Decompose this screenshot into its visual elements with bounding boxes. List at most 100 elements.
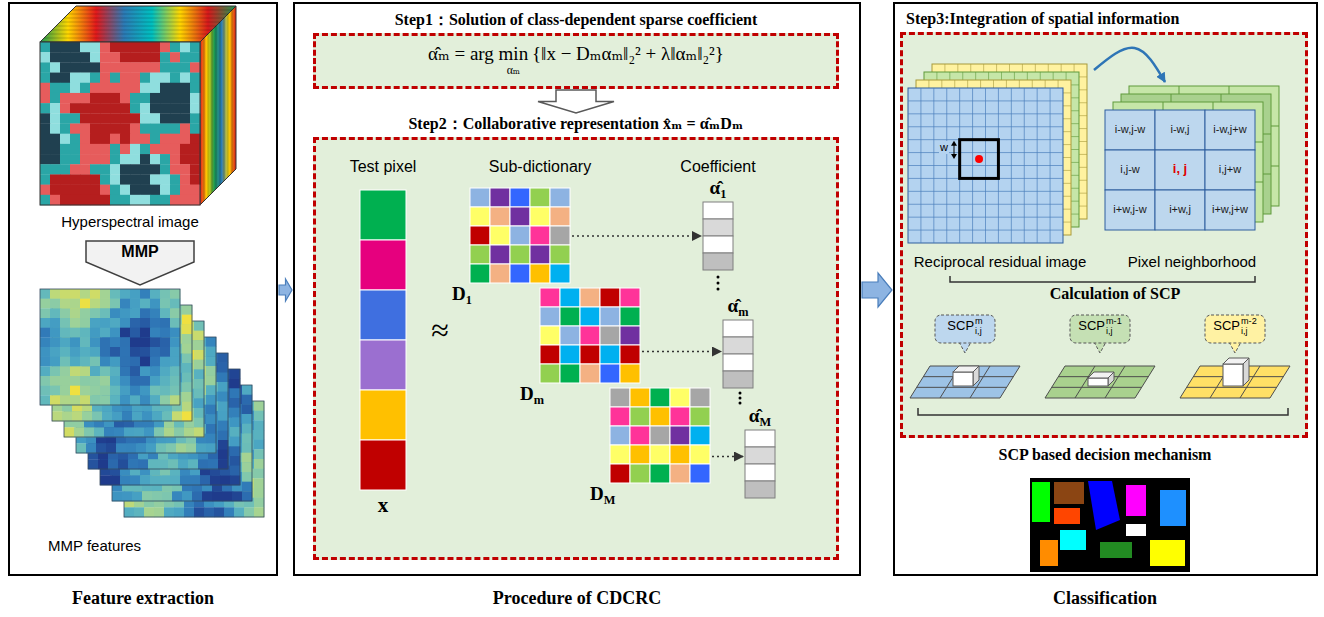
feature-pixel	[100, 308, 110, 318]
feature-pixel	[234, 507, 244, 517]
feature-pixel	[254, 440, 264, 450]
feature-pixel	[224, 507, 234, 517]
feature-pixel	[60, 386, 70, 396]
feature-pixel	[242, 453, 252, 463]
vector-cell	[703, 202, 733, 219]
vector-cell	[723, 320, 753, 337]
matrix-symbol: D1	[452, 283, 472, 308]
matrix-cell	[540, 326, 560, 345]
feature-pixel	[110, 395, 120, 405]
illustration	[38, 4, 238, 236]
feature-pixel	[160, 337, 170, 347]
feature-pixel	[160, 328, 170, 338]
feature-pixel	[158, 459, 168, 469]
matrix-cell	[690, 426, 710, 445]
class-region	[1060, 530, 1086, 550]
image-pixel	[110, 185, 120, 195]
residual-image	[908, 88, 1063, 243]
feature-pixel	[110, 347, 120, 357]
feature-pixel	[210, 475, 220, 485]
image-node: MMP features	[38, 287, 268, 559]
feature-pixel	[194, 360, 204, 370]
band-line	[72, 10, 232, 11]
image-pixel	[60, 42, 70, 52]
feature-pixel	[232, 491, 242, 501]
feature-pixel	[182, 373, 192, 383]
feature-pixel	[40, 366, 50, 376]
matrix-cell	[490, 207, 510, 226]
matrix: D1	[470, 188, 570, 283]
feature-pixel	[160, 308, 170, 318]
image-pixel	[70, 174, 80, 184]
formula: α̂ₘ = argminαₘ{‖x − Dₘαₘ‖₂² + λ‖αₘ‖₂²}	[428, 43, 724, 77]
image-pixel	[120, 83, 130, 93]
feature-pixel	[40, 308, 50, 318]
feature-pixel	[90, 357, 100, 367]
step-label: Calculation of SCP	[1050, 285, 1181, 303]
image-pixel	[70, 62, 80, 72]
feature-pixel	[128, 459, 138, 469]
image-pixel	[190, 83, 200, 93]
matrix-symbol: 1	[466, 293, 472, 307]
image-pixel	[90, 103, 100, 113]
matrix-cell	[650, 426, 670, 445]
callout-outline	[935, 315, 995, 343]
image-pixel	[140, 154, 150, 164]
feature-pixel	[120, 318, 130, 328]
matrix-cell	[510, 264, 530, 283]
image-pixel	[130, 113, 140, 123]
image-pixel	[180, 195, 190, 205]
illustration	[360, 190, 406, 490]
feature-pixel	[230, 408, 240, 418]
feature-pixel	[110, 376, 120, 386]
image-pixel	[130, 144, 140, 154]
matrix-cell	[470, 226, 490, 245]
feature-pixel	[106, 443, 116, 453]
image-pixel	[50, 73, 60, 83]
image-caption: Hyperspectral image	[61, 213, 199, 230]
image-pixel	[60, 185, 70, 195]
image-pixel	[40, 195, 50, 205]
image-pixel	[120, 134, 130, 144]
matrix-cell	[540, 307, 560, 326]
neighborhood-cell	[1155, 110, 1205, 150]
feature-pixel	[166, 443, 176, 453]
image-pixel	[180, 113, 190, 123]
band-line	[224, 18, 225, 181]
feature-pixel	[80, 337, 90, 347]
window-square	[960, 140, 999, 179]
matrix: Dm	[540, 288, 640, 383]
coefficient-symbol: 1	[720, 187, 726, 201]
feature-pixel	[100, 395, 110, 405]
coefficient-vector: α̂1	[703, 202, 733, 270]
image-pixel	[60, 144, 70, 154]
feature-pixel	[50, 376, 60, 386]
image-pixel	[70, 42, 80, 52]
band-line	[212, 30, 213, 193]
ellipsis-dot	[739, 402, 742, 405]
image-pixel	[90, 134, 100, 144]
step-heading: Step1：Solution of class-dependent sparse…	[395, 11, 758, 29]
score-bar	[1088, 372, 1114, 378]
feature-pixel	[230, 369, 240, 379]
vector-symbol: x	[378, 493, 389, 517]
image-pixel	[170, 93, 180, 103]
feature-pixel	[192, 491, 202, 501]
feature-pixel	[40, 337, 50, 347]
feature-pixel	[254, 469, 264, 479]
image-pixel	[50, 113, 60, 123]
image-caption: Reciprocal residual image	[914, 253, 1087, 270]
feature-pixel	[194, 418, 204, 428]
matrix-cell	[690, 388, 710, 407]
matrix-cell	[580, 288, 600, 307]
image-pixel	[110, 103, 120, 113]
feature-pixel	[94, 427, 104, 437]
feature-pixel	[60, 299, 70, 309]
feature-pixel	[230, 446, 240, 456]
callout-text: SCP	[947, 318, 974, 333]
image-pixel	[160, 52, 170, 62]
feature-pixel	[130, 386, 140, 396]
matrix-cell	[670, 407, 690, 426]
pixel-band	[360, 440, 406, 490]
image-pixel	[100, 83, 110, 93]
